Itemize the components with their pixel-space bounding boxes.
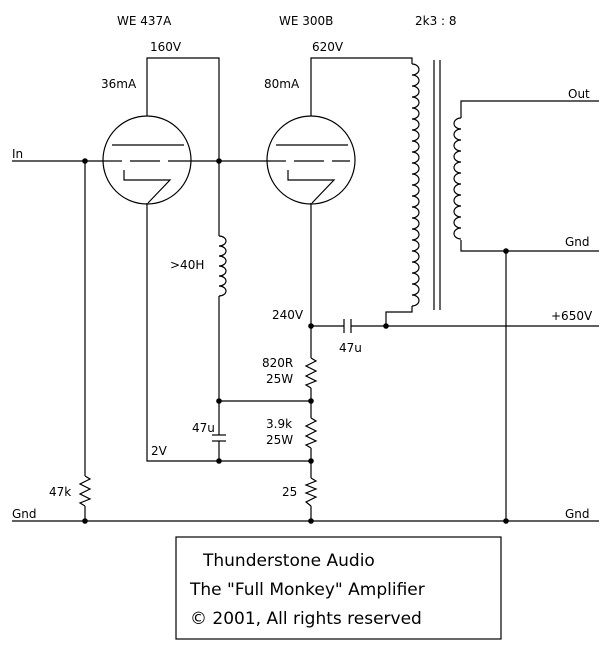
terminal-in: In <box>12 147 23 161</box>
transformer-secondary-coil <box>453 117 462 240</box>
v1-current: 36mA <box>101 77 137 91</box>
bypass-capacitor <box>212 434 226 442</box>
r-3k9-power: 25W <box>266 433 293 447</box>
v1-plate-voltage: 160V <box>150 40 182 54</box>
r-47k-value: 47k <box>49 485 71 499</box>
v2-cathode-voltage: 240V <box>272 308 304 322</box>
resistor-820r <box>304 357 318 389</box>
tube-v1-label: WE 437A <box>117 14 172 28</box>
title-line-company: Thunderstone Audio <box>202 551 375 571</box>
terminal-gnd-left: Gnd <box>12 507 37 521</box>
r-3k9-value: 3.9k <box>266 417 292 431</box>
title-line-copyright: © 2001, All rights reserved <box>190 609 422 629</box>
choke-coil <box>218 235 227 297</box>
v2-plate-voltage: 620V <box>312 40 344 54</box>
title-block-frame <box>175 536 502 640</box>
junction-dots <box>82 158 509 524</box>
coupling-capacitor <box>343 319 352 333</box>
resistor-25 <box>304 477 318 507</box>
v2-current: 80mA <box>264 77 300 91</box>
bypass-cap-label: 47u <box>192 421 215 435</box>
terminal-gnd-out: Gnd <box>565 235 590 249</box>
r-820-value: 820R <box>262 356 293 370</box>
terminal-supply: +650V <box>551 309 593 323</box>
r-25-value: 25 <box>282 485 297 499</box>
title-line-product: The "Full Monkey" Amplifier <box>189 580 425 600</box>
resistor-3k9 <box>304 417 318 449</box>
terminal-gnd-right: Gnd <box>565 507 590 521</box>
v1-cathode-voltage: 2V <box>151 444 168 458</box>
transformer-primary-coil <box>411 63 420 307</box>
tube-v2-label: WE 300B <box>279 14 333 28</box>
terminal-out: Out <box>568 87 590 101</box>
coupling-cap-label: 47u <box>339 341 362 355</box>
r-820-power: 25W <box>266 372 293 386</box>
tube-v2-symbol <box>266 115 356 205</box>
circuit-wiring <box>12 57 599 522</box>
resistor-47k <box>78 475 92 507</box>
transformer-ratio-label: 2k3 : 8 <box>415 14 457 28</box>
choke-label: >40H <box>170 258 204 272</box>
tube-v1-symbol <box>102 115 192 205</box>
